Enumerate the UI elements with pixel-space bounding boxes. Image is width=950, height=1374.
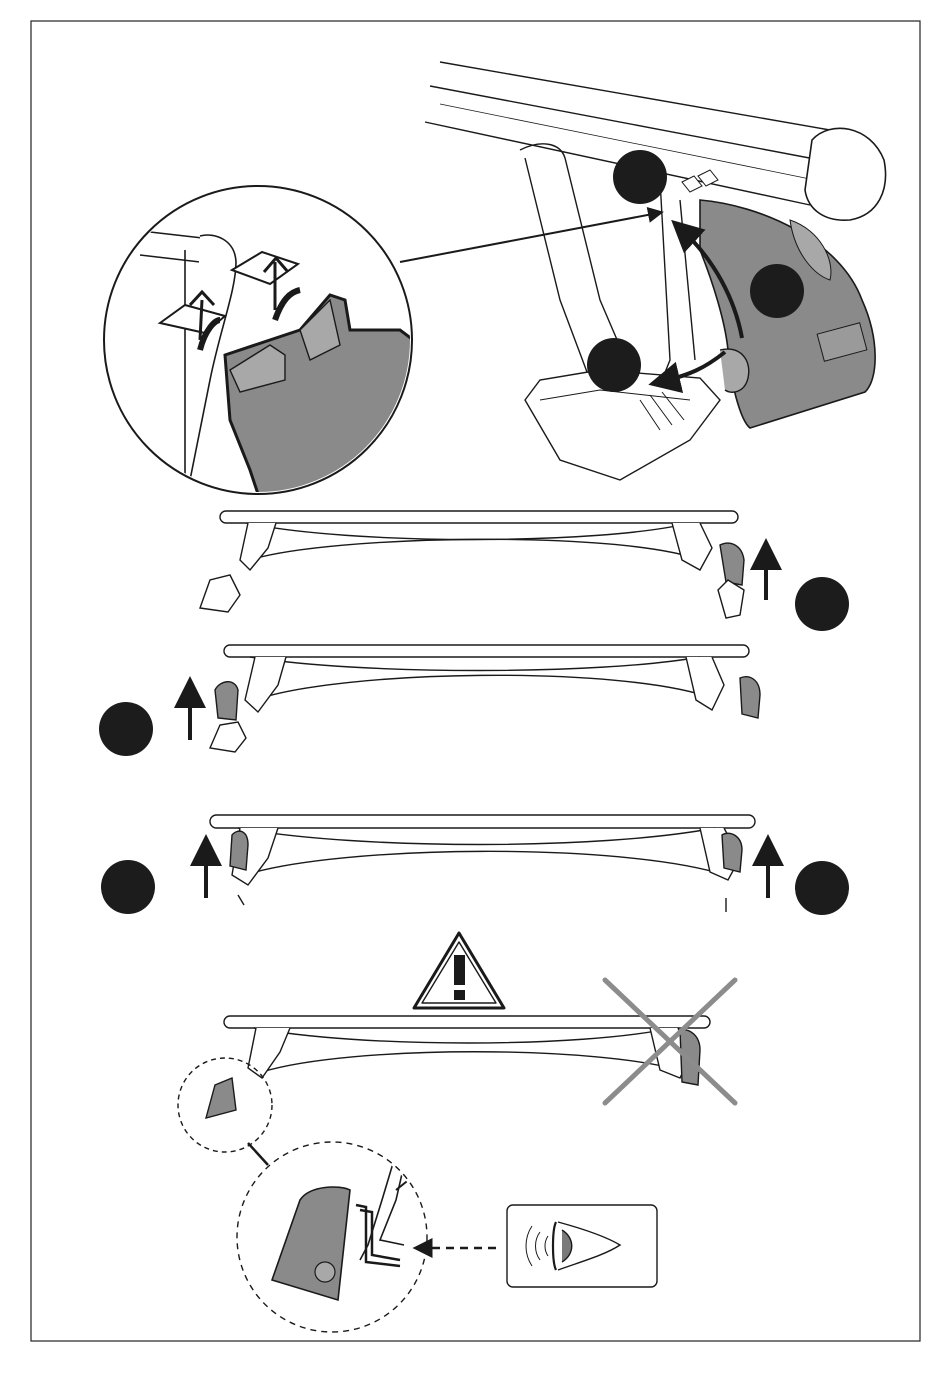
cross-out-icon bbox=[605, 980, 735, 1103]
inspect-eye-box bbox=[507, 1205, 657, 1287]
zoom-leader-line bbox=[248, 1143, 268, 1165]
warning-detail-zoom bbox=[237, 1124, 480, 1332]
warning-bar bbox=[206, 1016, 710, 1118]
marker-5 bbox=[99, 702, 153, 756]
marker-1 bbox=[613, 150, 667, 204]
bar-step-2 bbox=[210, 645, 760, 752]
marker-3 bbox=[587, 338, 641, 392]
bar-step-1 bbox=[200, 511, 744, 618]
marker-2 bbox=[750, 264, 804, 318]
warning-triangle-icon bbox=[414, 933, 504, 1008]
detail-closeup-panel bbox=[104, 186, 420, 500]
marker-7 bbox=[795, 861, 849, 915]
rack-perspective-panel bbox=[425, 62, 886, 480]
detail-leader-line bbox=[400, 213, 658, 262]
marker-6 bbox=[101, 860, 155, 914]
bar-step-3 bbox=[210, 815, 755, 912]
marker-4 bbox=[795, 577, 849, 631]
